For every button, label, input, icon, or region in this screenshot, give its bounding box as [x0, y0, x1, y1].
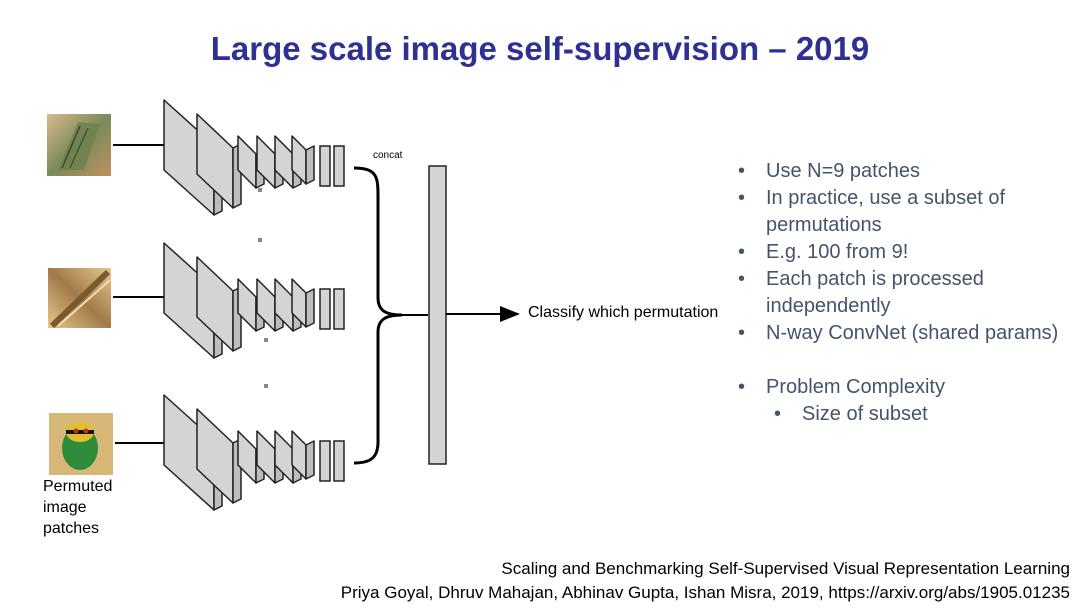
- fc-layer: [428, 165, 447, 465]
- concat-label: concat: [373, 150, 403, 161]
- patches-caption-line: image: [43, 499, 87, 516]
- fc-layer-small: [319, 440, 331, 482]
- concat-brace: [353, 166, 403, 465]
- patches-caption-line: Permuted: [43, 478, 113, 495]
- fc-layer-small: [319, 288, 331, 330]
- patches-caption-line: patches: [43, 520, 100, 537]
- convnet-tower-1: [163, 99, 345, 216]
- fc-layer-small: [319, 145, 331, 187]
- bullet-item: Each patch is processed independently: [738, 266, 1068, 320]
- bullet-item: N-way ConvNet (shared params): [738, 320, 1068, 347]
- fc-layer-small: [333, 145, 345, 187]
- bullet-item: In practice, use a subset of permutation…: [738, 185, 1068, 239]
- patches-caption: Permuted image patches: [43, 476, 112, 539]
- slide-title: Large scale image self-supervision – 201…: [210, 30, 870, 67]
- patch-image-feather: [47, 114, 111, 176]
- classify-label: Classify which permutation: [528, 304, 719, 321]
- bullet-list: Use N=9 patches In practice, use a subse…: [738, 158, 1068, 428]
- convnet-tower-3: [163, 394, 345, 511]
- fc-layer-small: [333, 440, 345, 482]
- citation: Scaling and Benchmarking Self-Supervised…: [341, 557, 1070, 605]
- conv-layer: [305, 440, 315, 480]
- patch-image-bird: [49, 413, 113, 475]
- ellipsis-dots: [258, 188, 268, 388]
- patch-image-straw: [48, 268, 111, 329]
- bullet-item: Problem Complexity: [738, 374, 1068, 401]
- bullet-spacer: [738, 347, 1068, 374]
- conv-layer: [305, 288, 315, 328]
- fc-layer-small: [333, 288, 345, 330]
- bullet-item: E.g. 100 from 9!: [738, 239, 1068, 266]
- sub-bullet-item: Size of subset: [738, 401, 1068, 428]
- bullet-item: Use N=9 patches: [738, 158, 1068, 185]
- conv-layer: [305, 145, 315, 185]
- convnet-tower-2: [163, 242, 345, 359]
- citation-title: Scaling and Benchmarking Self-Supervised…: [501, 559, 1070, 578]
- citation-authors: Priya Goyal, Dhruv Mahajan, Abhinav Gupt…: [340, 583, 1070, 602]
